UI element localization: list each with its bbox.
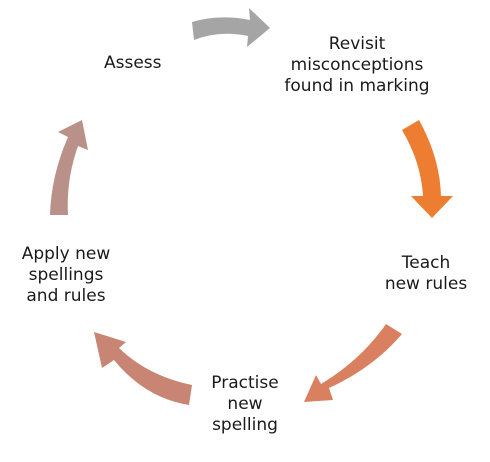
arrow-teach-to-practise: [304, 324, 402, 402]
stage-teach-label: Teach new rules: [384, 253, 468, 294]
arrow-revisit-to-teach: [402, 120, 453, 218]
stage-assess-label: Assess: [104, 53, 162, 73]
arrow-apply-to-assess: [50, 120, 88, 215]
stage-revisit-label: Revisit misconceptions found in marking: [284, 34, 430, 96]
stage-apply-label: Apply new spellings and rules: [21, 244, 111, 306]
arrow-assess-to-revisit: [192, 8, 270, 47]
arrow-practise-to-apply: [94, 332, 192, 405]
stage-practise-label: Practise new spelling: [211, 373, 279, 435]
